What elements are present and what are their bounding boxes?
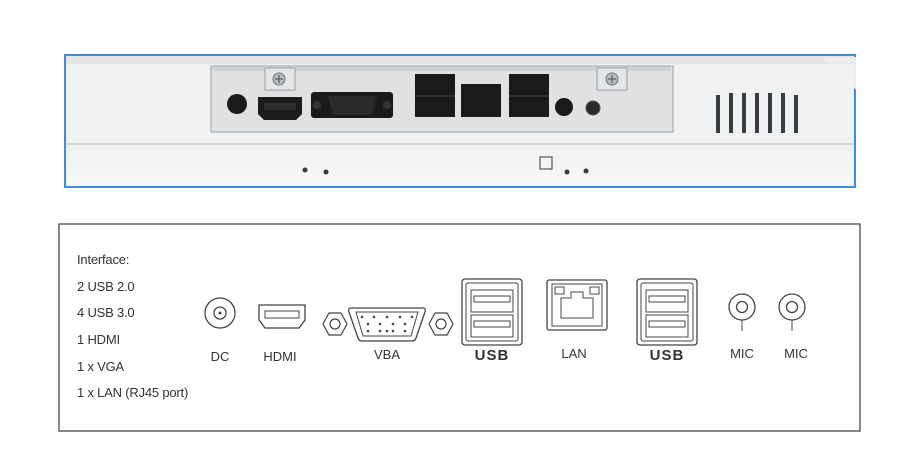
- photo-mic-jack-1: [555, 98, 573, 116]
- photo-mic-jack-2: [585, 100, 601, 116]
- lan-label: LAN: [561, 346, 586, 361]
- photo-vga-port: [311, 92, 393, 118]
- hdmi-port-icon: [258, 304, 306, 329]
- mic-jack-icon-2: [778, 293, 806, 331]
- dc-label: DC: [211, 349, 230, 364]
- photo-lan-port: [461, 84, 501, 117]
- spec-line-usb2: 2 USB 2.0: [77, 279, 135, 294]
- photo-dc-jack: [227, 94, 247, 114]
- mic-label-2: MIC: [784, 346, 808, 361]
- mic-jack-icon-1: [728, 293, 756, 331]
- vent-slots: [716, 93, 798, 133]
- usb-label-left: USB: [475, 347, 510, 364]
- vga-port-icon: [322, 307, 454, 342]
- screw-bracket-right: [596, 67, 628, 91]
- usb-stack-icon-right: [636, 278, 698, 346]
- spec-line-usb3: 4 USB 3.0: [77, 305, 135, 320]
- usb-stack-icon-left: [461, 278, 523, 346]
- mic-label-1: MIC: [730, 346, 754, 361]
- interface-heading: Interface:: [77, 252, 130, 267]
- device-rear-photo: [64, 54, 856, 188]
- usb-label-right: USB: [650, 347, 685, 364]
- hdmi-label: HDMI: [263, 349, 296, 364]
- spec-line-hdmi: 1 HDMI: [77, 332, 120, 347]
- dc-port-icon: [204, 297, 236, 329]
- screw-bracket-left: [264, 67, 296, 91]
- spec-line-vga: 1 x VGA: [77, 359, 125, 374]
- lan-port-icon: [546, 279, 608, 331]
- vga-label: VBA: [374, 347, 400, 362]
- spec-line-lan: 1 x LAN (RJ45 port): [77, 385, 189, 400]
